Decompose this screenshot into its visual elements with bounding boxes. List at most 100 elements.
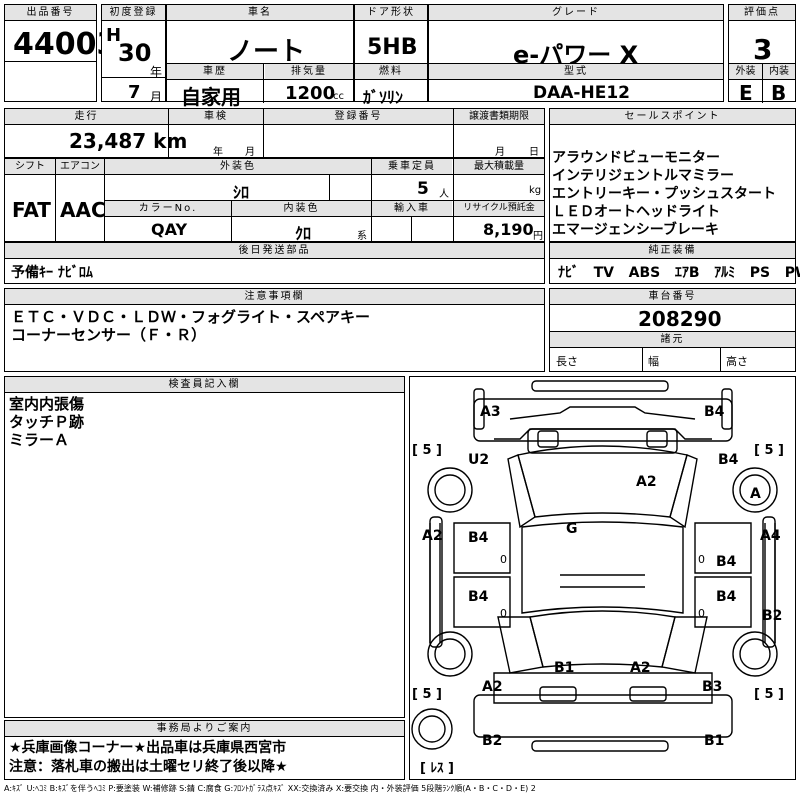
recycle-fee: 8,190 [483,220,534,239]
damage-mark: B4 [704,404,725,420]
damage-mark: A4 [760,528,781,544]
name-label: 車名 [167,5,353,20]
inspection-month-unit: 月 [245,147,255,158]
equipment-box: 純正装備 ﾅﾋﾞ TV ABS ｴｱB ｱﾙﾐ PS PW [549,242,800,284]
sales-item: エントリーキー・プッシュスタート [552,186,776,202]
shift-label: シフト [5,159,55,174]
lot-number: 44003 [13,27,118,62]
damage-mark: B4 [716,589,737,605]
sales-item: アラウンドビューモニター [552,150,720,166]
exterior-label: 外装 [729,64,762,79]
width-label: 幅 [648,355,659,368]
document-day-unit: 日 [529,147,539,158]
mileage: 23,487 km [69,129,188,153]
sales-box: セールスポイント アラウンドビューモニター インテリジェントルマミラー エントリ… [549,108,796,242]
office-label: 事務局よりご案内 [5,721,404,736]
tire-depth: [ 5 ] [412,443,442,458]
sales-item: エマージェンシーブレーキ [552,222,719,238]
recycle-label: リサイクル預託金 [454,201,544,216]
displacement-label: 排気量 [265,64,353,79]
inspection-year-unit: 年 [213,147,223,158]
inspector-line: ミラーＡ [9,431,70,449]
import-label: 輸入車 [372,201,452,216]
notes-line: コーナーセンサー（Ｆ・Ｒ） [11,326,207,344]
later-parts: 予備ｷｰ ﾅﾋﾞﾛﾑ [11,265,93,281]
chassis-label: 車台番号 [550,289,795,304]
height-label: 高さ [726,355,748,368]
damage-mark: B4 [716,554,737,570]
shift: FAT [12,198,51,222]
mileage-label: 走行 [5,109,168,124]
later-parts-box: 後日発送部品 予備ｷｰ ﾅﾋﾞﾛﾑ [4,242,545,284]
seats: 5 [417,179,429,199]
color-label: 外装色 [105,159,371,174]
damage-mark: B4 [468,530,489,546]
damage-mark: B4 [468,589,489,605]
fuel: ｶﾞｿﾘﾝ [363,88,404,107]
notes-line: ＥＴＣ・ＶＤＣ・ＬＤＷ・フォグライト・スペアキー [11,308,370,326]
door-box: ドア形状 5HB 燃料 ｶﾞｿﾘﾝ [354,4,428,107]
inspector-line: 室内内張傷 [9,395,85,413]
damage-mark: A2 [636,474,657,490]
month-unit: 月 [150,90,163,104]
sales-list: アラウンドビューモニター インテリジェントルマミラー エントリーキー・プッシュス… [552,149,776,239]
spec-label: 諸元 [550,332,795,347]
notes-box: 注意事項欄 ＥＴＣ・ＶＤＣ・ＬＤＷ・フォグライト・スペアキー コーナーセンサー（… [4,288,545,372]
score-label: 評価点 [729,5,795,20]
sales-item: インテリジェントルマミラー [552,168,734,184]
displacement-unit: cc [333,91,344,102]
inspection-label: 車検 [169,109,263,124]
seats-unit: 人 [439,189,449,200]
grade-label: グレード [429,5,723,20]
damage-mark: G [566,521,578,537]
load-label: 最大積載量 [454,159,544,174]
exterior-color: ｼﾛ [233,183,250,202]
colorno-label: カラーNo. [105,201,231,216]
year-unit: 年 [150,65,163,79]
damage-mark: B3 [702,679,722,695]
lot-box: 出品番号 44003 [4,4,117,102]
equipment-item: PS [749,265,771,281]
damage-mark: A2 [630,660,651,676]
document-label: 譲渡書類期限 [454,109,544,124]
equipment-list: ﾅﾋﾞ TV ABS ｴｱB ｱﾙﾐ PS PW [558,262,800,282]
equipment-item: ABS [628,265,661,281]
zero-mark: 0 [500,607,507,620]
office-box: 事務局よりご案内 ★兵庫画像コーナー★出品車は兵庫県西宮市 注意：落札車の搬出は… [4,720,405,780]
office-line: 注意：落札車の搬出は土曜セリ終了後以降★ [9,759,288,775]
score-box: 評価点 3 外装 内装 E B [728,4,796,105]
interior-color-unit: 系 [357,231,367,242]
grade-box: グレード e-パワー X 型式 DAA-HE12 [428,4,724,103]
door-label: ドア形状 [355,5,427,20]
tire-depth: [ 5 ] [754,443,784,458]
mileage-row: 走行 車検 登録番号 譲渡書類期限 23,487 km 年 月 月 日 [4,108,545,158]
ac: AAC [60,198,106,222]
inspector-line: タッチＰ跡 [9,413,85,431]
damage-mark: B2 [482,733,502,749]
damage-mark: A3 [480,404,501,420]
interior-grade: B [771,81,787,105]
lot-label: 出品番号 [5,5,96,20]
chassis-number: 208290 [638,307,722,331]
length-label: 長さ [556,355,578,368]
office-line: ★兵庫画像コーナー★出品車は兵庫県西宮市 [9,740,287,756]
history: 自家用 [181,85,241,109]
displacement: 1200 [285,83,336,104]
interior-color-label: 内装色 [232,201,371,216]
notes-label: 注意事項欄 [5,289,544,304]
spare-tire: [ ﾚｽ ] [420,761,454,776]
equipment-item: ｱﾙﾐ [714,265,736,281]
spec-row: シフト エアコン 外装色 乗車定員 最大積載量 FAT AAC ｼﾛ 5 人 k… [4,158,545,243]
name-box: 車名 ノート 車歴 排気量 自家用 1200 cc [166,4,354,109]
ac-label: エアコン [56,159,104,174]
notes-list: ＥＴＣ・ＶＤＣ・ＬＤＷ・フォグライト・スペアキー コーナーセンサー（Ｆ・Ｒ） [11,308,370,344]
zero-mark: 0 [698,553,705,566]
document-month-unit: 月 [495,147,505,158]
damage-mark: A2 [482,679,503,695]
car-diagram-box: A3 B4 U2 B4 A2 A G A2 A4 B4 B4 B4 B4 B2 … [409,376,796,780]
car-name: ノート [227,37,306,67]
inspector-label: 検査員記入欄 [5,377,404,392]
damage-mark: A2 [422,528,443,544]
damage-mark: A [750,486,761,502]
plate-label: 登録番号 [264,109,453,124]
